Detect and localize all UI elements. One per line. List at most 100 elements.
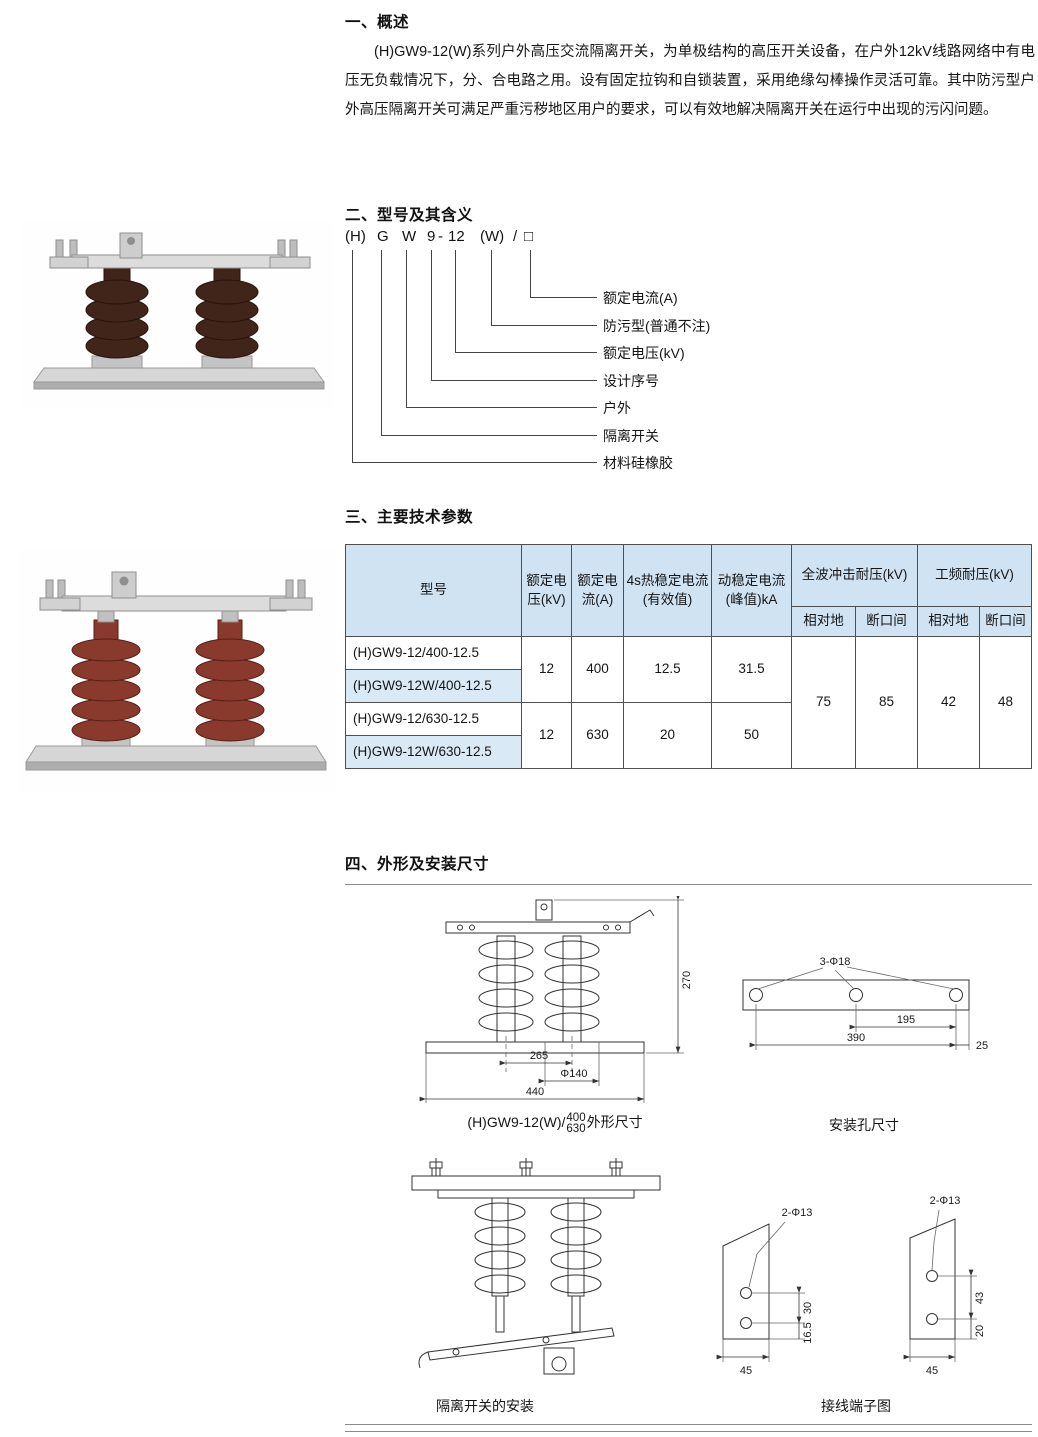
cell-pf-ground: 42 [917,636,980,769]
code-label-outdoor: 户外 [603,400,631,416]
fraction-top: 400 [566,1112,586,1124]
table-header-row: 型号 额定电压(kV) 额定电流(A) 4s热稳定电流(有效值) 动稳定电流(峰… [345,544,1032,637]
outline-dimension-drawing: 270 265 Φ140 440 [419,896,693,1103]
cell-voltage: 12 [521,636,572,703]
cell-model: (H)GW9-12/400-12.5 [345,636,522,670]
leader-line [455,250,456,352]
col-header-dynamic: 动稳定电流(峰值)kA [711,544,792,637]
leader-line [406,250,407,407]
leader-line [491,325,597,326]
silicone-insulators [71,619,265,742]
code-part-box: □ [524,228,534,245]
leader-line [530,250,531,297]
leader-line [455,352,597,353]
cell-impulse-ground: 75 [791,636,856,769]
table-row: (H)GW9-12/630-12.5 12 630 20 50 [345,702,1032,769]
col-header-pf-gap: 断口间 [979,606,1032,637]
dim-hole-pitch: 195 [897,1014,915,1026]
outline-caption-prefix: (H)GW9-12(W)/ [467,1114,566,1130]
code-part-12: 12 [448,228,465,245]
footer-divider [345,1431,1032,1432]
table-row: (H)GW9-12W/400-12.5 [345,669,1032,703]
cell-model: (H)GW9-12W/400-12.5 [345,669,522,703]
col-header-voltage: 额定电压(kV) [521,544,572,637]
dim-right-hole-pitch: 43 [974,1292,986,1304]
leader-line [491,250,492,325]
cell-current: 630 [571,702,624,769]
cell-model: (H)GW9-12/630-12.5 [345,702,522,736]
table-row: (H)GW9-12W/630-12.5 [345,735,1032,769]
product-photo-porcelain [22,222,334,408]
code-part-9: 9 [427,228,436,245]
col-header-impulse-ground: 相对地 [791,606,856,637]
dim-edge-distance: 25 [976,1040,988,1052]
leader-line [530,297,597,298]
overview-paragraph: (H)GW9-12(W)系列户外高压交流隔离开关，为单极结构的高压开关设备，在户… [345,44,1035,118]
leader-line [381,250,382,435]
leader-line [406,407,597,408]
installation-drawing [411,1158,661,1375]
code-label-disconnector: 隔离开关 [603,428,659,444]
section4-heading: 四、外形及安装尺寸 [345,856,490,873]
code-part-dash: - [438,228,443,245]
mounting-hole-drawing: 3-Φ18 195 390 25 [742,956,988,1052]
cell-impulse-gap: 85 [855,636,918,769]
dim-pole-centers: 265 [530,1050,548,1062]
code-label-rated-current: 额定电流(A) [603,290,678,306]
dim-insulator-diameter: Φ140 [560,1068,587,1080]
dim-base-width: 440 [526,1086,544,1098]
product-photo-silicone [18,550,336,792]
code-part-slash: / [513,228,518,245]
col-header-impulse: 全波冲击耐压(kV) [791,544,918,607]
leader-line [381,435,597,436]
installation-caption: 隔离开关的安装 [436,1398,534,1414]
col-header-pf-ground: 相对地 [917,606,980,637]
cell-pf-gap: 48 [979,636,1032,769]
code-part-h: (H) [345,228,366,245]
porcelain-insulators [85,267,259,359]
mounting-caption: 安装孔尺寸 [829,1117,899,1133]
cell-thermal: 20 [623,702,712,769]
code-part-w: W [402,228,417,245]
table-subheader-row: 相对地 断口间 相对地 断口间 [346,606,1032,637]
leader-line [431,380,597,381]
col-header-model: 型号 [345,544,522,637]
cell-model: (H)GW9-12W/630-12.5 [345,735,522,769]
dim-left-hole-callout: 2-Φ13 [782,1207,813,1219]
dim-right-hole-callout: 2-Φ13 [930,1195,961,1207]
dim-left-hole-pitch: 30 [802,1302,814,1314]
leader-line [352,250,353,462]
section3-heading: 三、主要技术参数 [345,509,474,526]
code-label-pollution-type: 防污型(普通不注) [603,318,711,334]
section-divider [345,884,1032,885]
dim-left-edge: 16.5 [802,1322,814,1343]
col-header-thermal: 4s热稳定电流(有效值) [623,544,712,637]
col-header-impulse-gap: 断口间 [855,606,918,637]
terminal-drawing: 2-Φ13 30 16.5 45 2-Φ13 43 20 45 [716,1195,986,1377]
model-designation-diagram: (H) G W 9 - 12 (W) / □ 额定电流(A) 防污型(普通不注)… [345,228,1035,478]
terminal-caption: 接线端子图 [821,1398,891,1414]
code-label-material: 材料硅橡胶 [603,455,673,471]
code-part-pw: (W) [480,228,505,245]
cell-thermal: 12.5 [623,636,712,703]
col-header-current: 额定电流(A) [571,544,624,637]
cell-current: 400 [571,636,624,703]
dim-right-width: 45 [926,1365,938,1377]
section1-heading: 一、概述 [345,14,410,31]
leader-line [431,250,432,380]
footer-divider [345,1424,1032,1425]
dim-overall-height: 270 [681,971,693,989]
outline-caption-suffix: 外形尺寸 [586,1114,643,1130]
dim-right-edge: 20 [974,1325,986,1337]
leader-line [352,462,597,463]
code-label-rated-voltage: 额定电压(kV) [603,345,685,361]
dim-hole-span: 390 [847,1032,865,1044]
dim-hole-callout: 3-Φ18 [820,956,851,968]
code-part-g: G [377,228,389,245]
fraction-bottom: 630 [566,1123,586,1135]
cell-dynamic: 50 [711,702,792,769]
cell-dynamic: 31.5 [711,636,792,703]
